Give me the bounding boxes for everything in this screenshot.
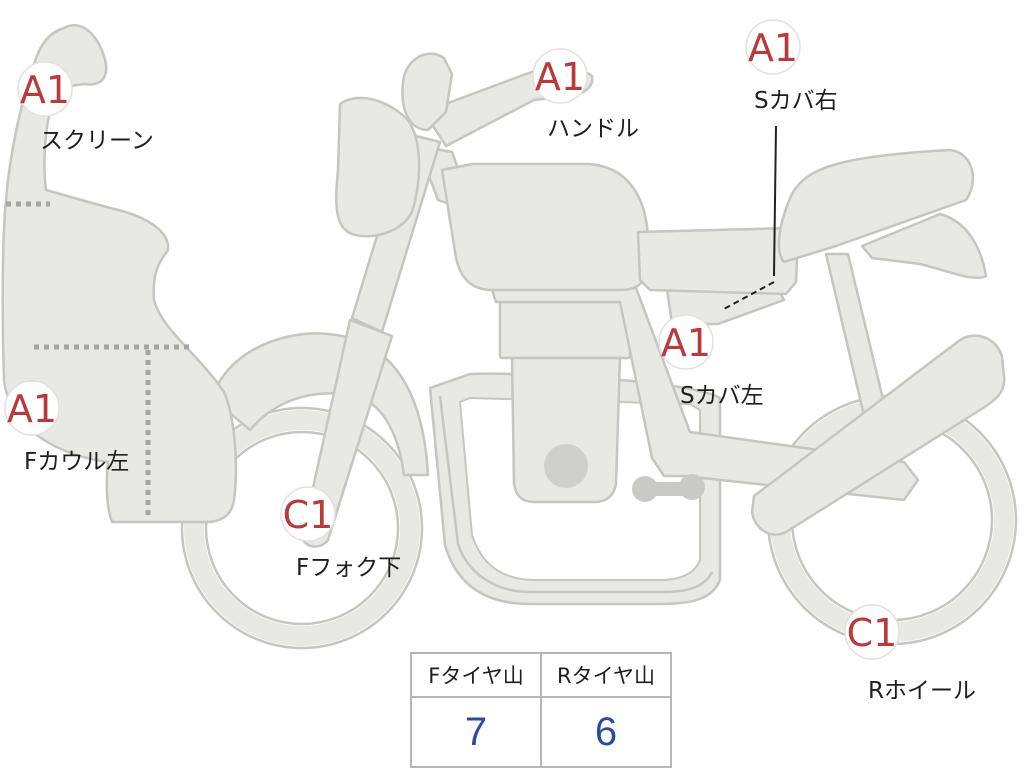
part-label-side-cover-right: Sカバ右 [754, 88, 838, 114]
front-wheel [180, 406, 424, 650]
damage-point-front-fork-lower: C1 Fフォク下 [280, 486, 401, 581]
muffler [750, 334, 1006, 536]
seat [777, 148, 975, 264]
damage-point-rear-wheel: C1 Rホイール [844, 604, 976, 704]
damage-code-rear-wheel: C1 [847, 611, 898, 655]
part-label-front-cowl-left: Fカウル左 [24, 449, 129, 475]
damage-point-side-cover-left: A1 Sカバ左 [658, 314, 764, 409]
rear-stay [824, 252, 890, 426]
damage-code-side-cover-right: A1 [748, 26, 798, 70]
damage-point-front-cowl-left: A1 Fカウル左 [4, 380, 129, 475]
headlight-cowl [335, 96, 421, 238]
damage-point-side-cover-right: A1 Sカバ右 [745, 19, 838, 114]
front-tire-value: 7 [410, 696, 542, 768]
damage-code-front-cowl-left: A1 [7, 387, 57, 431]
rear-tire-value: 6 [540, 696, 672, 768]
part-label-screen: スクリーン [40, 128, 154, 154]
part-label-rear-wheel: Rホイール [868, 678, 976, 704]
damage-code-handle: A1 [535, 55, 585, 99]
tail-cowl [860, 212, 988, 280]
front-tire-header: Fタイヤ山 [410, 652, 542, 698]
fuel-tank [440, 162, 650, 292]
leader-line [773, 125, 777, 277]
engine-block [510, 356, 622, 504]
damage-point-handle: A1 ハンドル [532, 48, 639, 142]
engine-cover [544, 444, 588, 488]
part-label-side-cover-left: Sカバ左 [680, 383, 764, 409]
damage-code-side-cover-left: A1 [661, 321, 711, 365]
rear-tire-header: Rタイヤ山 [540, 652, 672, 698]
damage-code-screen: A1 [20, 68, 70, 112]
engine-head [498, 300, 632, 360]
footpeg [632, 474, 705, 502]
tire-tread-table: Fタイヤ山 Rタイヤ山 7 6 [410, 652, 672, 768]
damage-code-front-fork-lower: C1 [283, 493, 334, 537]
part-label-handle: ハンドル [547, 116, 639, 142]
damage-point-screen: A1 スクリーン [17, 61, 154, 154]
exhaust-pipe-mid [438, 395, 714, 594]
part-label-front-fork-lower: Fフォク下 [296, 555, 401, 581]
front-cowl [1, 24, 238, 524]
mirror [401, 52, 454, 132]
